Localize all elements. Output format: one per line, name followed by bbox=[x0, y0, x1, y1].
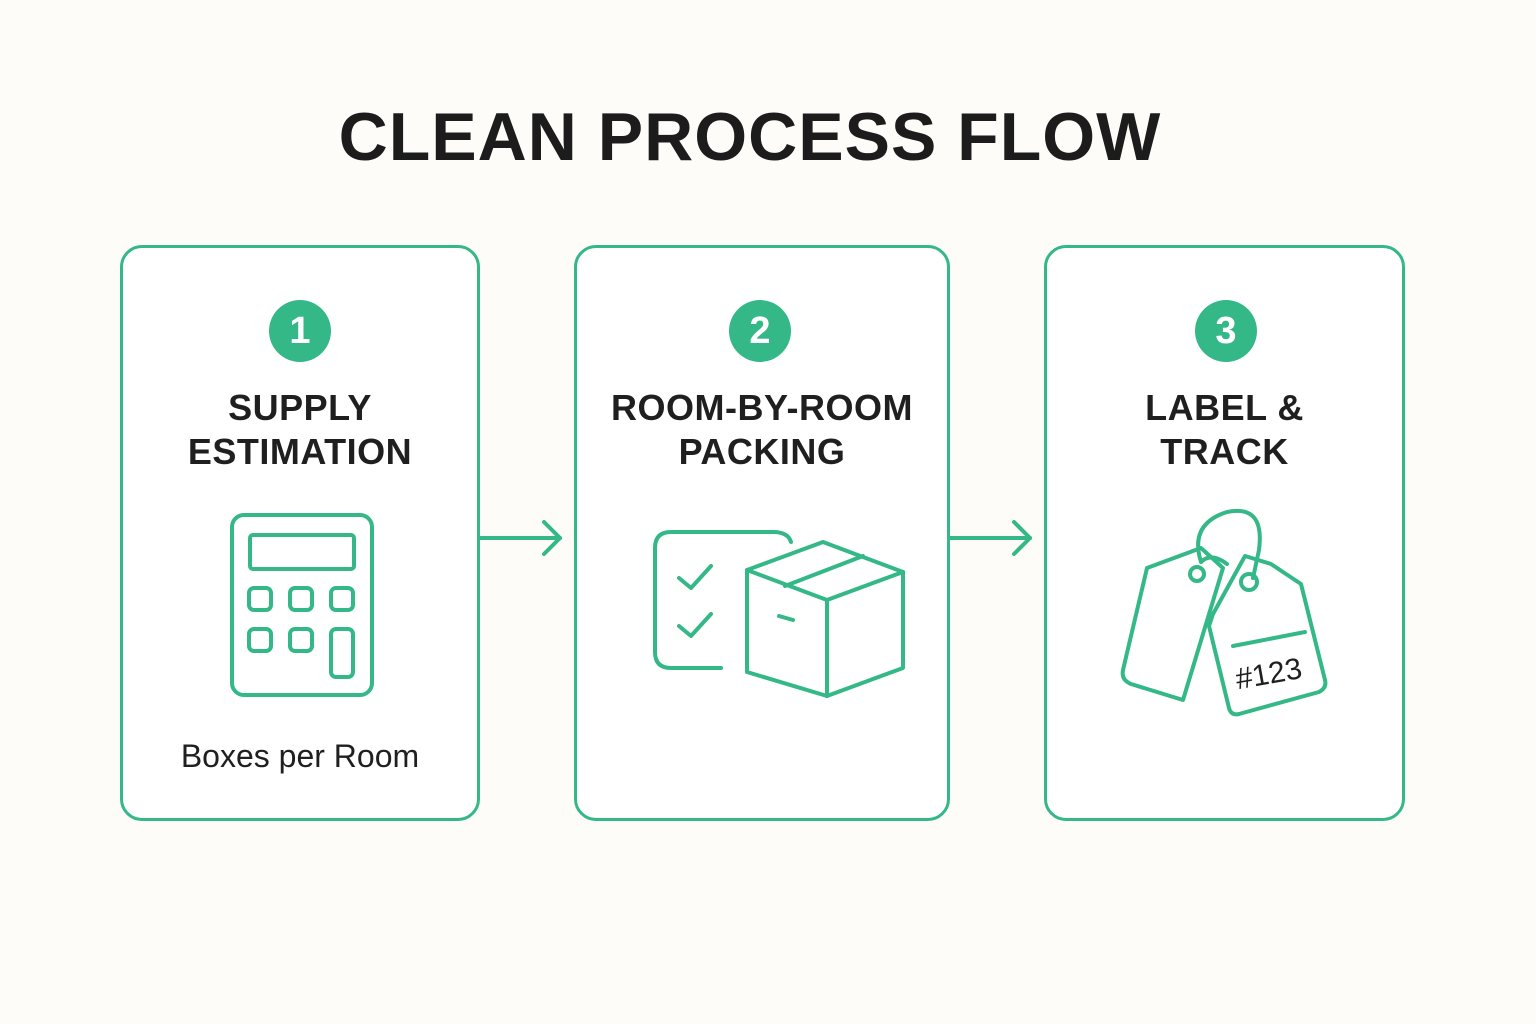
calculator-icon bbox=[230, 513, 374, 697]
step-title-line: ROOM-BY-ROOM bbox=[611, 387, 913, 428]
step-card-room-by-room-packing: 2 ROOM-BY-ROOM PACKING bbox=[574, 245, 950, 821]
step-title: LABEL & TRACK bbox=[1047, 386, 1402, 474]
step-title: SUPPLY ESTIMATION bbox=[123, 386, 477, 474]
step-caption: Boxes per Room bbox=[180, 738, 420, 774]
step-title-line: ESTIMATION bbox=[187, 431, 413, 472]
step-title-line: TRACK bbox=[1160, 431, 1289, 472]
step-title-line: LABEL & bbox=[1145, 387, 1304, 428]
step-title: ROOM-BY-ROOM PACKING bbox=[577, 386, 947, 474]
tags-icon: #123 bbox=[1120, 508, 1328, 717]
checklist-icon bbox=[653, 530, 793, 670]
tag-number-text: #123 bbox=[1233, 652, 1304, 696]
step-title-line: PACKING bbox=[678, 431, 846, 472]
box-icon bbox=[745, 540, 905, 698]
step-card-label-and-track: 3 LABEL & TRACK #123 bbox=[1044, 245, 1405, 821]
page-title: CLEAN PROCESS FLOW bbox=[338, 99, 1162, 175]
step-title-line: SUPPLY bbox=[228, 387, 372, 428]
step-number-badge: 3 bbox=[1195, 300, 1257, 362]
arrow-right-icon bbox=[948, 520, 1032, 556]
arrow-right-icon bbox=[478, 520, 562, 556]
step-number-badge: 1 bbox=[269, 300, 331, 362]
checklist-box-icon bbox=[653, 530, 905, 698]
step-card-supply-estimation: 1 SUPPLY ESTIMATION Boxes per Room bbox=[120, 245, 480, 821]
step-number-badge: 2 bbox=[729, 300, 791, 362]
